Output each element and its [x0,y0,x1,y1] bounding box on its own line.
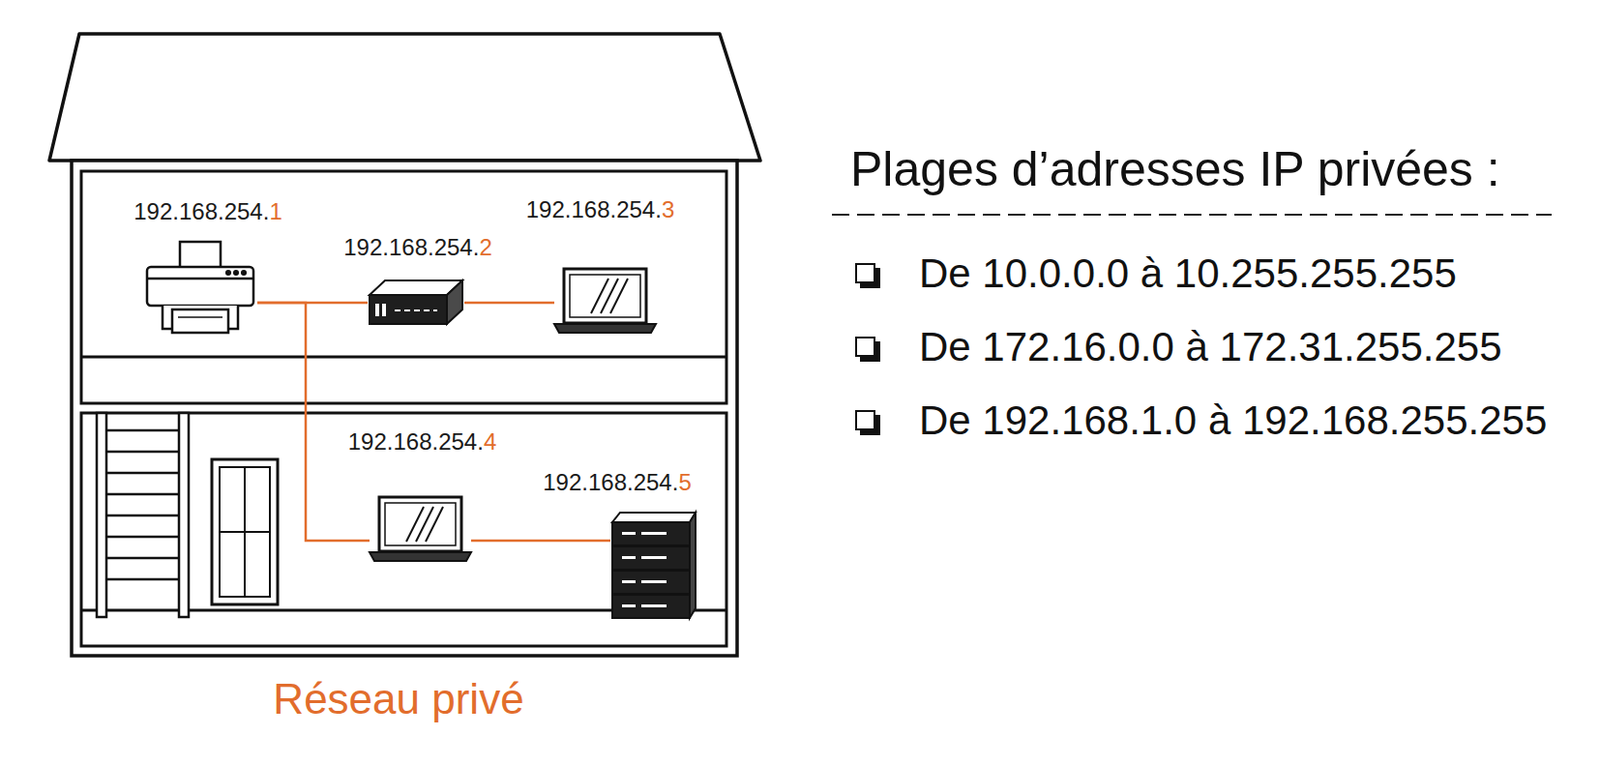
ip-prefix: 192.168.254. [133,198,269,225]
address-range: De 172.16.0.0 à 172.31.255.255 [918,323,1503,372]
switch-icon [369,280,463,325]
roof [49,33,761,161]
checkbox-bullets [856,264,880,435]
ip-prefix: 192.168.254. [343,234,479,261]
network-device: 192.168.254.4 [369,495,472,563]
ip-address: 192.168.254.5 [542,469,692,498]
upper-floor [81,355,727,359]
ladder-stairs [96,413,189,618]
ip-heading: 192.168.254.3 [526,196,676,225]
network-cable [464,301,555,305]
network-device: 192.168.254.5 [610,510,698,621]
address-range: De 192.168.1.0 à 192.168.255.255 [918,396,1547,445]
network-device: 192.168.254.3 [554,266,656,335]
ip-address: 192.168.254.1 [133,198,283,227]
title-underline [831,213,1552,216]
ip-host-number: 3 [661,196,675,223]
ip-prefix: 192.168.254. [348,428,484,455]
ip-host-number: 2 [478,234,492,261]
ip-heading: 192.168.254.1 [133,198,283,227]
door [211,459,278,605]
printer-icon [147,241,254,333]
network-device: 192.168.254.2 [367,277,465,327]
ip-host-number: 5 [678,469,691,496]
ip-address: 192.168.254.2 [343,234,493,263]
ip-address: 192.168.254.4 [348,428,498,457]
ip-host-number: 1 [268,198,282,225]
network-device: 192.168.254.1 [143,239,258,337]
ip-address: 192.168.254.3 [526,196,676,225]
diagram-title: Plages d’adresses IP privées : [850,140,1501,199]
ip-heading: 192.168.254.5 [542,469,692,498]
ip-prefix: 192.168.254. [526,196,662,223]
laptop-icon [369,497,472,562]
network-cable [257,302,370,541]
diagram-caption: Réseau privé [272,674,524,726]
network-cable [471,539,611,543]
upper-room [81,171,727,404]
ip-heading: 192.168.254.4 [348,428,498,457]
server-icon [612,512,696,619]
lower-room [81,413,727,647]
address-range: De 10.0.0.0 à 10.255.255.255 [918,249,1457,298]
laptop-icon [554,268,656,333]
ip-host-number: 4 [483,428,497,455]
house-wall [71,160,738,656]
ip-prefix: 192.168.254. [542,469,679,496]
ip-heading: 192.168.254.2 [343,234,493,263]
